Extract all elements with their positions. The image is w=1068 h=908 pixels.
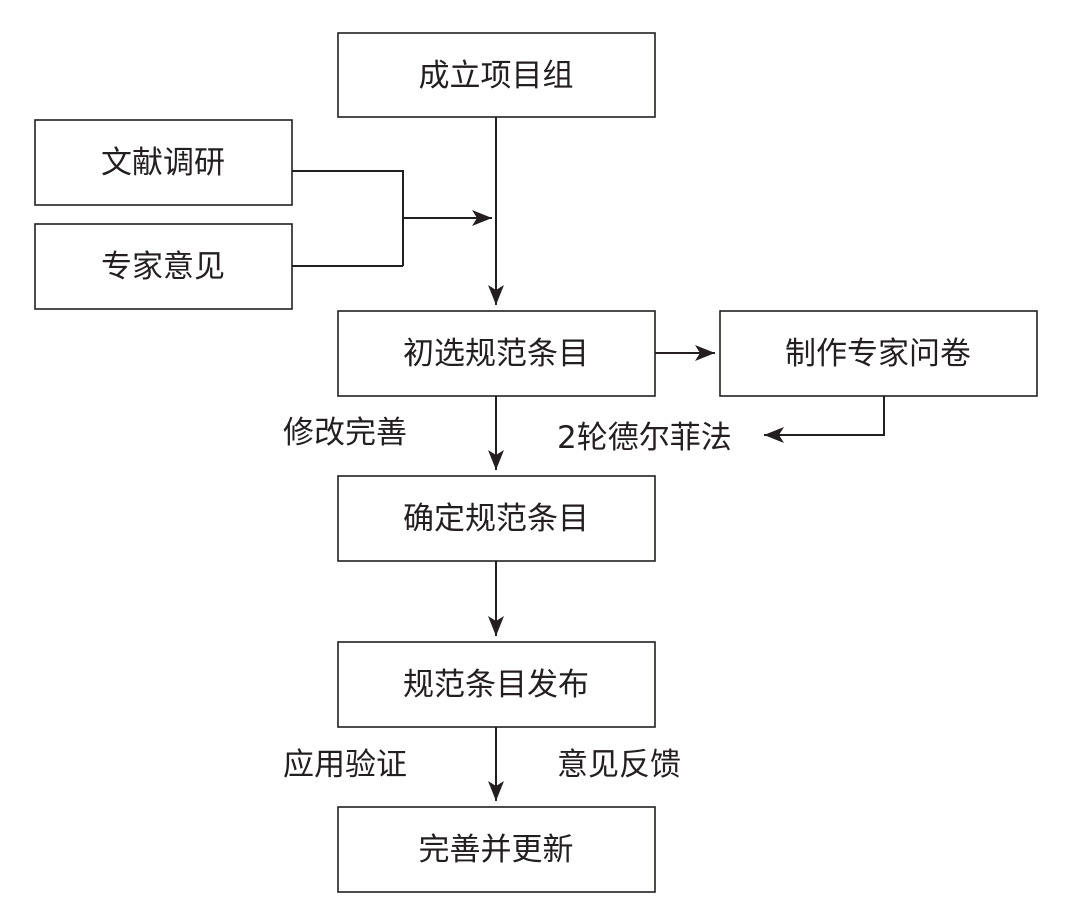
edge-label-apply-verify: 应用验证 (283, 747, 407, 783)
node-literature-review: 文献调研 (34, 119, 293, 206)
edge-label-delphi: 2轮德尔菲法 (557, 420, 732, 456)
node-expert-opinion-label: 专家意见 (101, 249, 225, 285)
node-publish-items-label: 规范条目发布 (403, 667, 589, 703)
edge-label-feedback: 意见反馈 (557, 747, 681, 783)
node-literature-review-label: 文献调研 (101, 145, 225, 181)
node-preliminary-items: 初选规范条目 (337, 310, 656, 397)
node-publish-items: 规范条目发布 (337, 641, 656, 728)
node-expert-opinion: 专家意见 (34, 223, 293, 310)
node-improve-update-label: 完善并更新 (419, 832, 574, 868)
node-make-questionnaire-label: 制作专家问卷 (785, 336, 971, 372)
node-improve-update: 完善并更新 (337, 806, 656, 893)
connector-literature-review (292, 170, 404, 266)
edge-label-revise: 修改完善 (283, 415, 407, 451)
node-confirm-items-label: 确定规范条目 (403, 501, 589, 537)
node-preliminary-items-label: 初选规范条目 (403, 336, 589, 372)
node-form-group-label: 成立项目组 (419, 58, 574, 94)
node-make-questionnaire: 制作专家问卷 (719, 310, 1038, 397)
node-confirm-items: 确定规范条目 (337, 475, 656, 562)
node-form-group: 成立项目组 (337, 32, 656, 118)
arrow-questionnaire-to-delphi (764, 396, 885, 443)
